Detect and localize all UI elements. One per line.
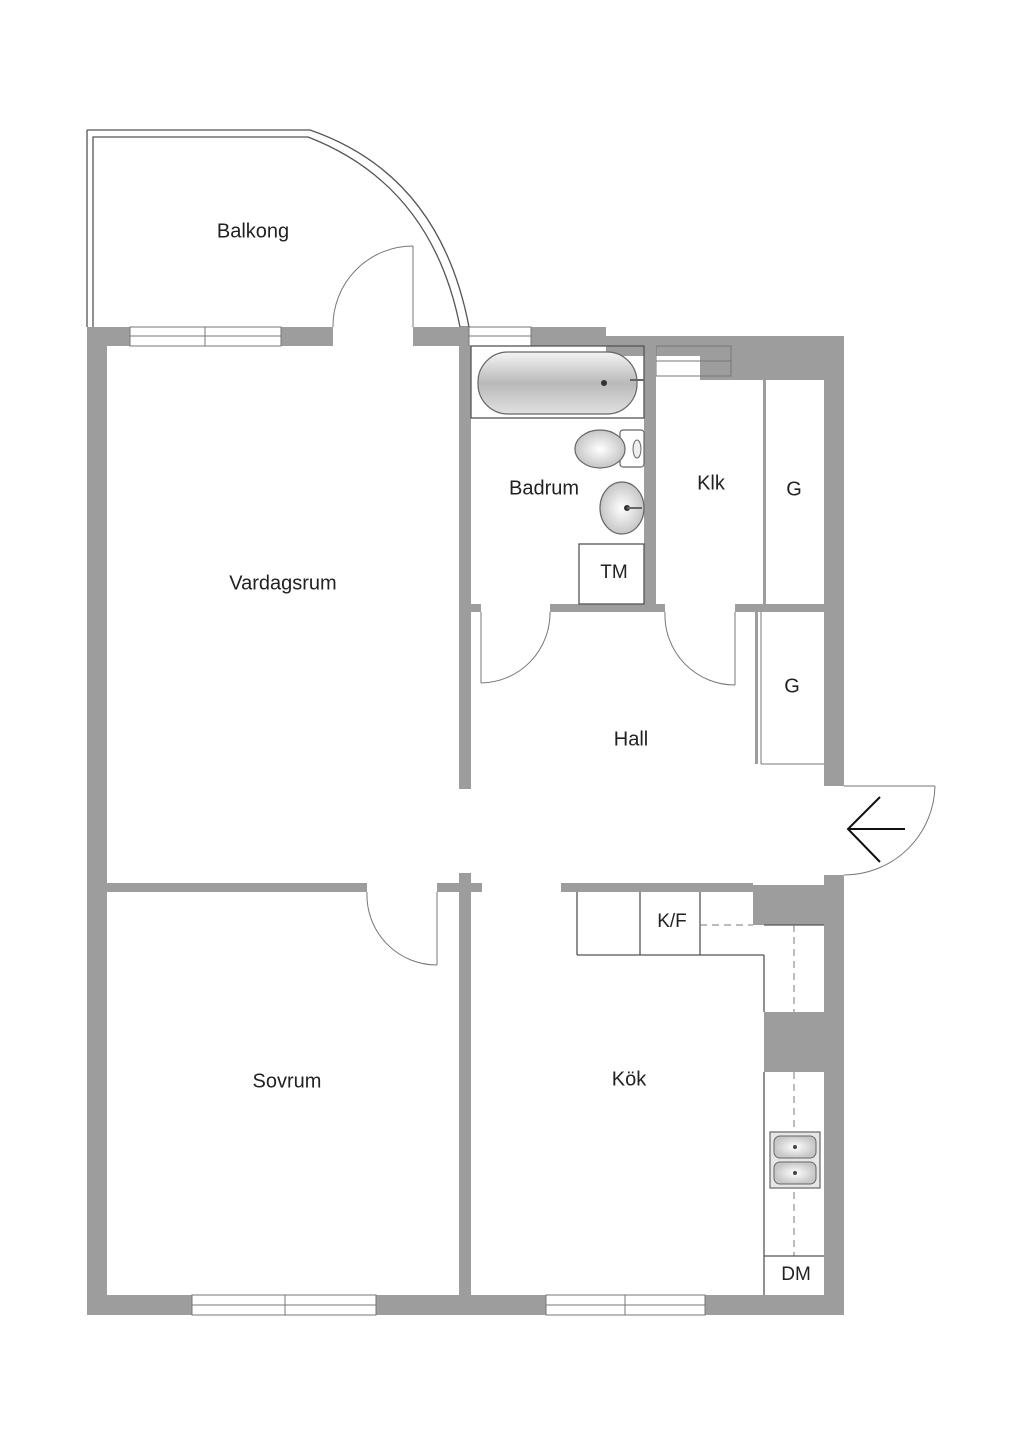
label-sovrum: Sovrum <box>253 1070 322 1092</box>
bathtub-icon <box>470 345 645 419</box>
toilet-icon <box>574 429 645 469</box>
windows <box>129 326 732 1316</box>
label-kok: Kök <box>612 1068 647 1090</box>
sink-icon <box>599 481 645 535</box>
washer-box <box>578 543 645 605</box>
balcony <box>86 129 470 328</box>
label-g-upper: G <box>786 478 802 500</box>
label-hall: Hall <box>614 728 648 750</box>
doors <box>366 611 936 966</box>
label-klk: Klk <box>697 472 726 494</box>
label-kf: K/F <box>657 911 687 932</box>
label-dm: DM <box>781 1264 811 1285</box>
label-tm: TM <box>600 562 627 583</box>
label-badrum: Badrum <box>509 477 579 499</box>
label-balkong: Balkong <box>217 220 289 242</box>
outer-walls <box>87 327 844 1315</box>
entrance-arrow-icon <box>846 796 905 863</box>
room-labels: Balkong Vardagsrum Badrum Klk G TM G Hal… <box>217 220 811 1285</box>
label-g-lower: G <box>784 675 800 697</box>
kitchen-sink-icon <box>769 1131 821 1189</box>
kitchen-counter <box>576 892 824 1295</box>
label-vardagsrum: Vardagsrum <box>229 572 336 594</box>
interior-walls <box>107 346 824 1295</box>
